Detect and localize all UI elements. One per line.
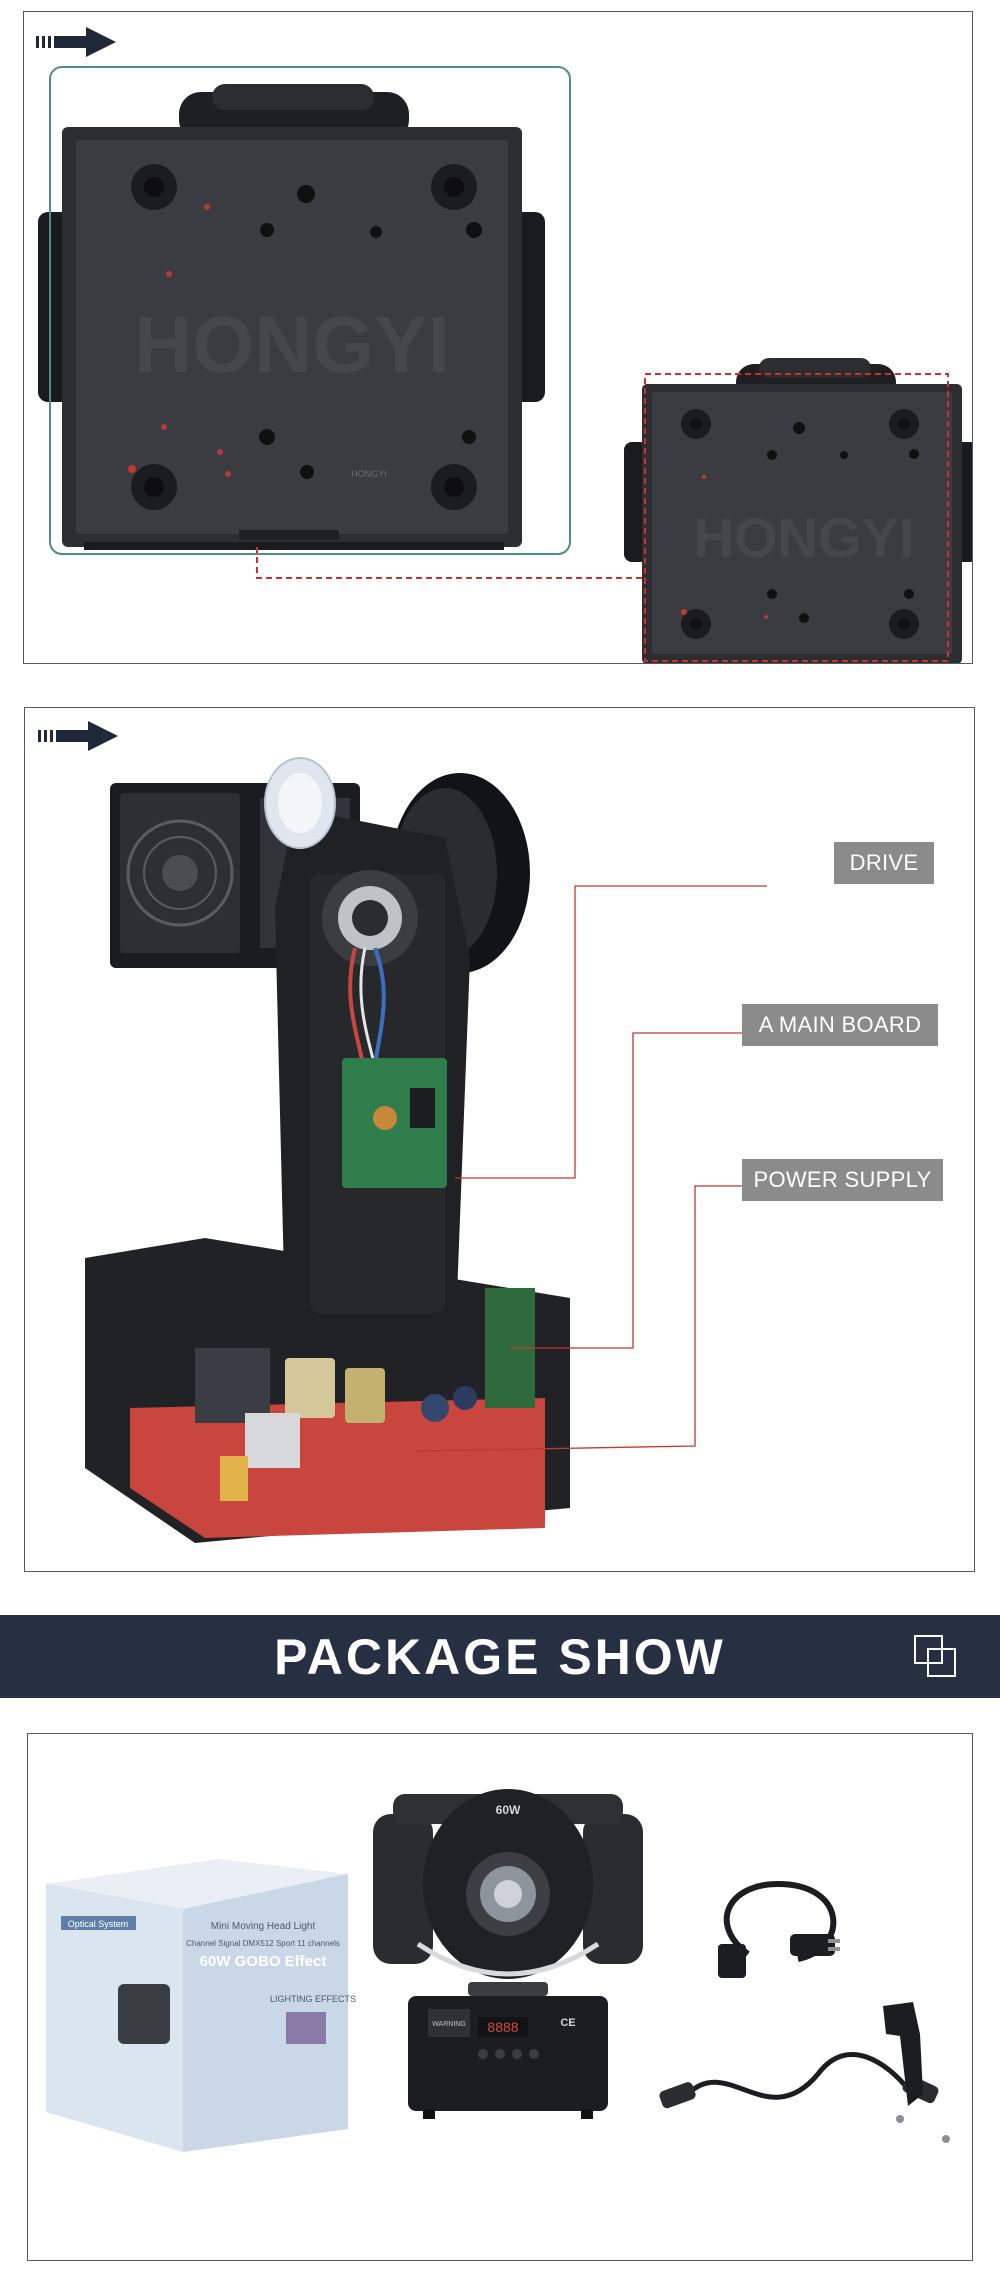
callout-power-supply: POWER SUPPLY — [742, 1159, 943, 1201]
internal-view-panel — [24, 707, 975, 1572]
plate-stamp: HONGYI — [351, 469, 387, 479]
bottom-view-panel: HONGYI HONGYI — [23, 11, 973, 664]
box-subtitle: Mini Moving Head Light — [211, 1921, 316, 1932]
package-panel: Optical System Mini Moving Head Light Ch… — [27, 1733, 973, 2261]
box-effects: LIGHTING EFFECTS — [270, 1994, 356, 2004]
leader-line-main-board — [509, 1032, 742, 1349]
leader-line-power-supply — [416, 1185, 742, 1452]
detail-plate-watermark: HONGYI — [694, 506, 915, 569]
product-box: Optical System Mini Moving Head Light Ch… — [46, 1859, 356, 2152]
screw — [942, 2135, 950, 2143]
red-highlight-frame — [644, 373, 949, 662]
mounting-bracket — [883, 2002, 923, 2106]
cover-label: WARNING — [432, 2021, 466, 2028]
small-bottom-view: HONGYI — [624, 358, 972, 663]
box-label-top: Optical System — [68, 1919, 129, 1929]
moving-head-light: 60W WARNING 8888 CE — [373, 1789, 643, 2119]
copy-squares-icon — [914, 1635, 956, 1677]
package-illustration: Optical System Mini Moving Head Light Ch… — [46, 1789, 950, 2152]
fixture-arm — [275, 808, 470, 1348]
arrow-right-icon — [36, 27, 116, 57]
package-show-banner: PACKAGE SHOW — [0, 1615, 1000, 1698]
callout-main-board-label: A MAIN BOARD — [758, 1012, 922, 1037]
mark-label: CE — [560, 2017, 575, 2029]
callout-power-supply-label: POWER SUPPLY — [753, 1167, 932, 1192]
callout-drive-label: DRIVE — [849, 850, 919, 875]
box-text-line: Channel Signal DMX512 Sport 11 channels — [186, 1939, 340, 1948]
power-cable — [718, 1880, 840, 1978]
plate-watermark: HONGYI — [134, 300, 450, 389]
banner-title: PACKAGE SHOW — [274, 1628, 726, 1685]
internal-view-illustration — [85, 757, 767, 1543]
dmx-cable — [659, 2052, 939, 2109]
teal-highlight-frame — [49, 66, 571, 555]
callout-main-board: A MAIN BOARD — [742, 1004, 938, 1046]
bottom-view-illustration: HONGYI HONGYI — [38, 66, 972, 663]
screw — [896, 2115, 904, 2123]
display-value: 8888 — [487, 2019, 518, 2035]
connector-line — [256, 547, 645, 579]
arrow-right-icon — [38, 721, 118, 751]
light-top-label: 60W — [496, 1803, 521, 1817]
box-product: 60W GOBO Effect — [200, 1953, 327, 1970]
large-bottom-view: HONGYI HONGYI — [38, 84, 545, 550]
leader-line-drive — [455, 885, 767, 1179]
callout-drive: DRIVE — [834, 842, 934, 884]
